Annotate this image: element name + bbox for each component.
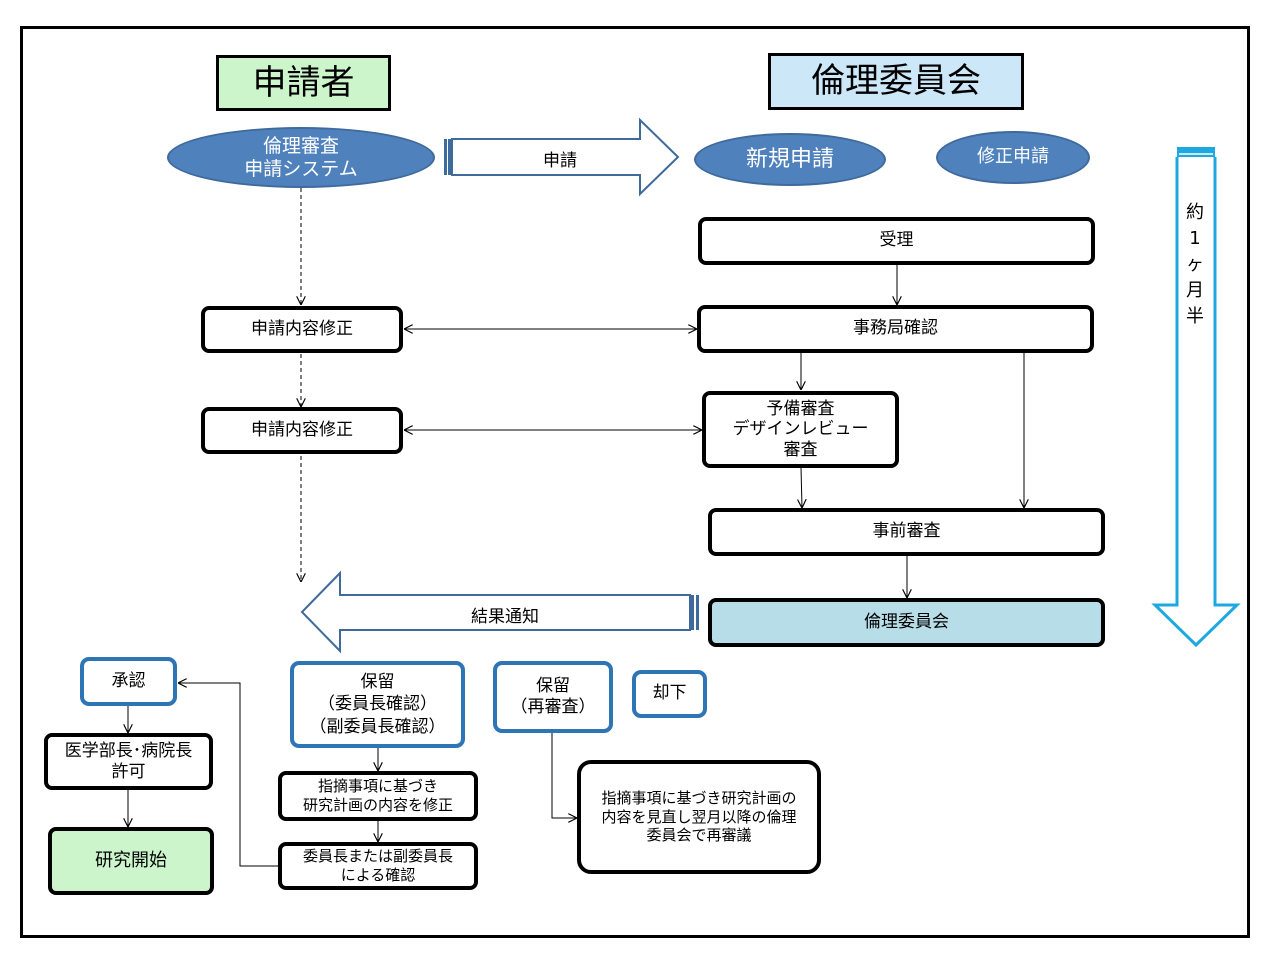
new-application-node: 新規申請: [694, 133, 886, 186]
preliminary-review-step: 予備審査 デザインレビュー 審査: [702, 391, 899, 468]
approval-outcome: 承認: [80, 657, 177, 706]
result-notice-label: 結果通知: [471, 607, 539, 627]
dean-permission-step: 医学部長･病院長 許可: [44, 733, 213, 790]
rejection-outcome: 却下: [632, 670, 707, 718]
pre-review-step: 事前審査: [708, 508, 1105, 556]
result-notice-arrow: [300, 570, 699, 654]
applicant-revise-step-2: 申請内容修正: [201, 407, 403, 454]
secretariat-check-step: 事務局確認: [697, 305, 1094, 353]
rereview-connector: [551, 732, 577, 818]
confirm-to-approval-connector: [178, 683, 279, 867]
diagram-frame: [20, 26, 1250, 938]
apply-arrow-label: 申請: [543, 151, 577, 171]
application-system-node: 倫理審査 申請システム: [167, 127, 435, 188]
apply-arrow: [444, 117, 680, 197]
applicant-revise-step-1: 申請内容修正: [201, 306, 403, 353]
committee-meeting-step: 倫理委員会: [708, 598, 1105, 647]
chair-confirm-step: 委員長または副委員長 による確認: [278, 842, 478, 890]
hold-rereview-outcome: 保留 （再審査）: [493, 661, 613, 733]
duration-label: 約 1 ヶ 月 半: [1186, 202, 1204, 327]
rereview-note-step: 指摘事項に基づき研究計画の 内容を見直し翌月以降の倫理 委員会で再審議: [577, 760, 821, 874]
duration-arrow: [1151, 147, 1241, 648]
revise-plan-step: 指摘事項に基づき 研究計画の内容を修正: [278, 771, 478, 821]
committee-header: 倫理委員会: [768, 53, 1024, 110]
revision-application-node: 修正申請: [936, 131, 1090, 184]
hold-chair-confirm-outcome: 保留 （委員長確認） （副委員長確認）: [290, 661, 465, 748]
applicant-header: 申請者: [216, 55, 391, 111]
connector: [801, 466, 802, 508]
research-start-step: 研究開始: [48, 827, 214, 895]
receipt-step: 受理: [698, 217, 1095, 265]
